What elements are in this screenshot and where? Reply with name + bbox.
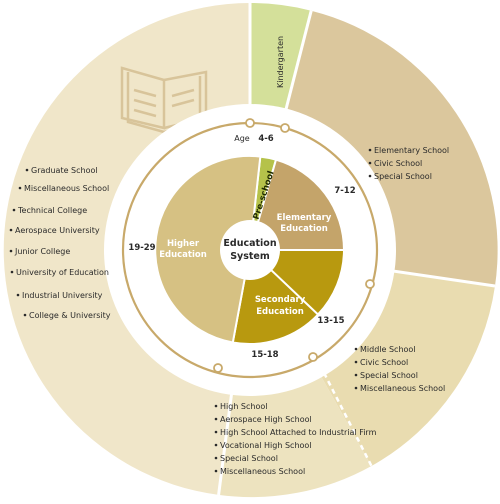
age-heading: Age [234,134,250,143]
stage-label-higher-line1: Higher [167,239,200,249]
bullet-icon [12,208,16,212]
center-circle [220,220,280,280]
list-item: Technical College [17,206,87,215]
bullet-icon [214,404,218,408]
stage-label-higher-line2: Education [159,250,207,260]
bullet-icon [368,148,372,152]
stage-label-secondary-line1: Secondary [255,295,306,305]
ring-marker-secondary [365,279,375,289]
list-item: Civic School [360,358,408,367]
list-item: High School [220,402,268,411]
bullet-icon [16,293,20,297]
bullet-icon [23,313,27,317]
list-item: Special School [220,454,278,463]
list-item: Middle School [360,345,416,354]
list-item: Civic School [374,159,422,168]
center-title-line2: System [230,251,270,262]
list-item: Junior College [14,247,70,256]
bullet-icon [10,270,14,274]
bullet-icon [368,161,372,165]
age-label-elementary: 7-12 [334,186,355,196]
bullet-icon [354,360,358,364]
list-item: Elementary School [374,146,449,155]
ring-marker-high [308,352,318,362]
list-item: Special School [374,172,432,181]
age-label-preschool: 4-6 [258,134,273,144]
bullet-icon [214,443,218,447]
age-label-higher: 19-29 [128,243,155,253]
list-item: Aerospace High School [220,415,312,424]
bullet-icon [9,228,13,232]
list-item: College & University [29,311,111,320]
list-item: Special School [360,371,418,380]
list-item: Industrial University [22,291,103,300]
ring-marker-preschool [245,118,255,128]
age-label-secondary: 13-15 [317,316,344,326]
stage-segment-elementary [248,158,346,251]
ring-marker-elementary [280,123,290,133]
list-item: High School Attached to Industrial Firm [220,428,377,437]
bullet-icon [214,417,218,421]
stage-label-elementary-line1: Elementary [277,213,332,223]
list-item: University of Education [16,268,109,277]
center-title-line1: Education [223,238,276,249]
age-label-high: 15-18 [251,350,278,360]
bullet-icon [25,168,29,172]
list-item: Vocational High School [220,441,312,450]
list-item: Aerospace University [15,226,100,235]
bullet-icon [354,386,358,390]
list-item: Miscellaneous School [24,184,109,193]
middle-high-dashed-divider [318,364,373,467]
bullet-icon [9,249,13,253]
list-item: Miscellaneous School [220,467,305,476]
stage-segment-higher [154,154,262,344]
stage-label-elementary-line2: Education [280,224,328,234]
stage-segments [154,154,346,346]
bullet-icon [368,174,372,178]
list-item: Miscellaneous School [360,384,445,393]
stage-label-secondary-line2: Education [256,307,304,317]
kindergarten-label: Kindergarten [276,36,285,88]
bullet-icon [354,373,358,377]
bullet-icon [354,347,358,351]
bullet-icon [214,469,218,473]
list-item: Graduate School [31,166,98,175]
bullet-icon [214,430,218,434]
ring-markers [213,118,375,373]
ring-marker-higher [213,363,223,373]
bullet-icon [18,186,22,190]
bullet-icon [214,456,218,460]
